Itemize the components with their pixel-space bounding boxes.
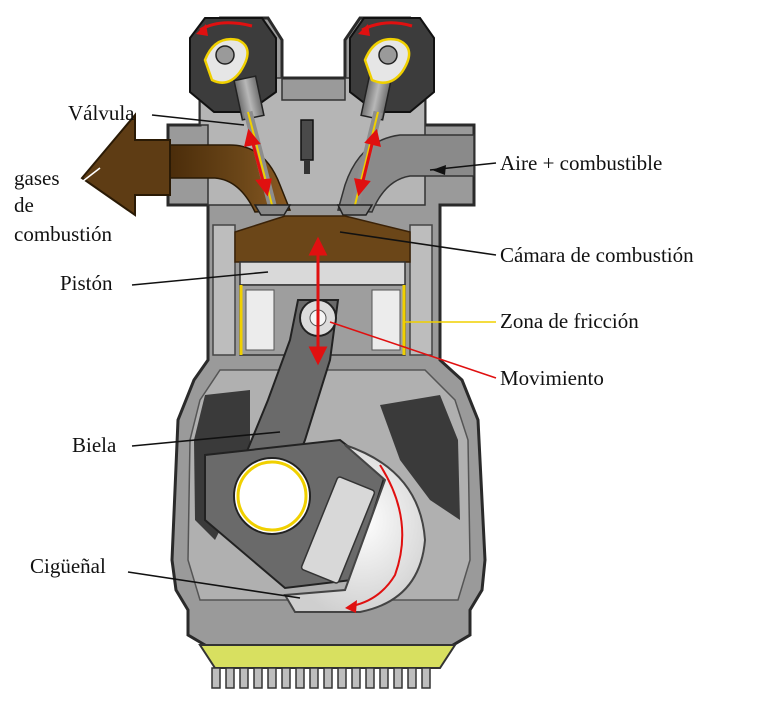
label-chamber: Cámara de combustión [500, 243, 694, 267]
label-piston: Pistón [60, 271, 113, 295]
crank-journal [233, 457, 311, 535]
cylinder-wall-left [212, 224, 236, 356]
camshaft-left [196, 21, 253, 84]
leader-piston [131, 271, 269, 286]
crank-counterweight [283, 444, 427, 613]
valve-motion-arrows-icon [244, 128, 382, 197]
leader-crankshaft [127, 571, 301, 599]
label-valve: Válvula [68, 101, 135, 125]
sump-fins [211, 667, 431, 689]
label-intake: Aire + combustible [500, 151, 662, 175]
friction-zone-markers [239, 285, 406, 355]
label-exhaust-gases-3: combustión [14, 222, 112, 246]
leader-rod [131, 431, 281, 447]
label-exhaust-gases-1: gases [14, 166, 60, 190]
leader-chamber [339, 231, 497, 256]
camshaft-right [358, 21, 413, 84]
leader-intake-arrowhead [432, 165, 446, 175]
movement-arrow-icon [308, 236, 328, 366]
label-crankshaft: Cigüeñal [30, 554, 106, 578]
label-exhaust-gases-2: de [14, 193, 34, 217]
rotation-arrow-icon [351, 464, 404, 607]
leader-exhaust [47, 167, 101, 209]
leader-lines [47, 114, 497, 599]
combustion-chamber [234, 215, 411, 263]
label-movement: Movimiento [500, 366, 604, 390]
label-rod: Biela [72, 433, 117, 457]
crank-throw [300, 476, 376, 584]
spark-plug [300, 119, 314, 174]
leader-movement [329, 321, 497, 379]
valve-intake [336, 75, 392, 216]
oil-sump [198, 644, 457, 669]
crankcase-shadow-right [380, 395, 460, 520]
exhaust-arrow-icon [80, 112, 171, 217]
leader-valve [151, 114, 245, 126]
label-friction-zone: Zona de fricción [500, 309, 639, 333]
